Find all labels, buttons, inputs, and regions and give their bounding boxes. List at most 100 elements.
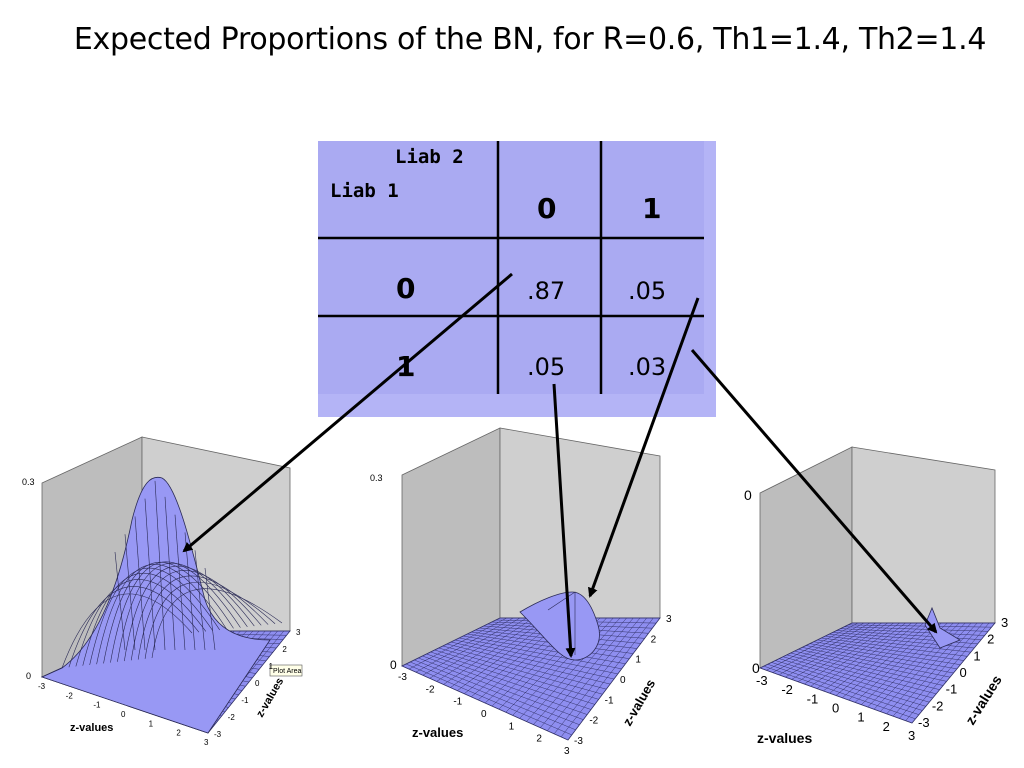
- floor-grid-line: [844, 626, 989, 632]
- floor-grid-line: [567, 617, 661, 741]
- x-tick-label: 1: [509, 721, 515, 732]
- floor-grid-line: [560, 617, 654, 738]
- x-tick-label: 0: [121, 710, 126, 719]
- surface-mesh-line: [144, 581, 276, 659]
- row-label-0: 0: [396, 272, 416, 305]
- y-tick-label: 0: [620, 675, 626, 686]
- y-tick-label: 3: [666, 614, 672, 625]
- floor-grid-line: [207, 630, 291, 734]
- surface-mesh-line: [154, 480, 166, 651]
- x-tick-label: -3: [38, 682, 46, 691]
- floor-grid-line: [899, 622, 984, 719]
- y-tick-label: -1: [241, 696, 249, 705]
- plot-3-bump: [924, 606, 961, 649]
- arrows: [182, 272, 938, 658]
- x-tick-label: -3: [398, 672, 407, 683]
- y-tick-label: -2: [932, 698, 944, 713]
- cell-01: .05: [628, 277, 667, 305]
- plot-3-y-axis-label: z-values: [962, 672, 1005, 728]
- x-tick-label: 1: [149, 719, 154, 728]
- cell-00: .87: [527, 277, 566, 305]
- plot-2-bump-ridge: [547, 591, 576, 655]
- y-tick-label: 2: [987, 632, 994, 647]
- plot-2-x-axis-label: z-values: [412, 725, 463, 740]
- surface-mesh-line: [117, 563, 248, 662]
- plot-3-z-top: 0: [744, 487, 752, 503]
- x-tick-label: 0: [832, 701, 839, 716]
- surface-mesh-line: [164, 496, 176, 651]
- plot-2-bump: [519, 591, 600, 661]
- y-tick-label: 2: [282, 645, 287, 654]
- plot-2-back-wall: [499, 427, 661, 619]
- y-tick-label: -3: [574, 736, 583, 747]
- contingency-table: [318, 141, 704, 394]
- surface-mesh-line: [124, 534, 136, 651]
- tick-labels: -3-2-101233210-1-2-3-3-2-101233210-1-2-3…: [38, 614, 1008, 757]
- y-tick-label: -2: [589, 716, 598, 727]
- row-header: Liab 1: [330, 180, 399, 202]
- table-grid: [318, 141, 704, 394]
- cell-11: .03: [628, 353, 667, 381]
- x-tick-label: 2: [536, 734, 542, 745]
- y-tick-label: -3: [918, 715, 930, 730]
- floor-grid-line: [553, 617, 647, 734]
- plot-area-tooltip: Plot Area: [269, 664, 303, 677]
- plot-2-z-bottom: 0: [390, 658, 397, 672]
- floor-grid-line: [905, 622, 990, 721]
- floor-grid-line: [547, 617, 641, 731]
- plot-3-floor-grid: [759, 622, 996, 724]
- surface-mesh-line: [103, 562, 234, 664]
- surface-mesh-line: [174, 514, 186, 651]
- x-tick-label: -1: [453, 697, 462, 708]
- x-tick-label: -1: [807, 691, 819, 706]
- x-tick-label: 0: [481, 709, 487, 720]
- y-tick-label: -3: [214, 730, 222, 739]
- surface-plot-2: [401, 427, 661, 741]
- x-tick-label: -3: [756, 673, 768, 688]
- surface-mesh-line: [137, 575, 269, 660]
- y-tick-label: 1: [269, 662, 274, 671]
- x-tick-label: -2: [66, 691, 74, 700]
- x-tick-label: -1: [93, 701, 101, 710]
- col-label-1: 1: [642, 192, 662, 225]
- floor-grid-line: [840, 628, 985, 636]
- surface-mesh-line: [114, 551, 126, 651]
- surface-mesh-line: [144, 498, 156, 651]
- x-tick-label: -2: [426, 684, 435, 695]
- floor-grid-line: [911, 622, 996, 724]
- surface-plot-3: [758, 446, 996, 724]
- x-tick-label: 3: [908, 728, 915, 743]
- plot-3-x-axis-label: z-values: [757, 730, 812, 746]
- surface-mesh-line: [75, 579, 207, 667]
- surface-mesh-line: [151, 588, 283, 659]
- y-tick-label: 1: [973, 648, 980, 663]
- x-tick-label: -2: [781, 682, 793, 697]
- plot-1-mesh: [61, 480, 283, 669]
- surface-mesh-line: [130, 570, 262, 661]
- page-title: Expected Proportions of the BN, for R=0.…: [73, 22, 987, 57]
- y-tick-label: -1: [605, 695, 614, 706]
- x-tick-label: 2: [883, 719, 890, 734]
- x-tick-label: 2: [176, 729, 181, 738]
- y-tick-label: 3: [1001, 615, 1008, 630]
- surface-mesh-line: [194, 550, 206, 651]
- y-tick-label: -2: [228, 713, 236, 722]
- cell-10: .05: [527, 353, 566, 381]
- surface-plot-1: [40, 436, 291, 734]
- plot-1-x-axis-label: z-values: [70, 722, 113, 734]
- x-tick-label: 3: [564, 746, 570, 757]
- surface-mesh-line: [68, 586, 200, 668]
- y-tick-label: 3: [296, 628, 301, 637]
- plot-3-z-bottom: 0: [752, 660, 760, 676]
- arrow-cell-11: [690, 349, 938, 634]
- arrow-cell-01: [588, 297, 700, 598]
- plot-1-z-top: 0.3: [22, 477, 35, 487]
- y-tick-label: -1: [946, 682, 958, 697]
- y-tick-label: 1: [635, 655, 641, 666]
- arrow-cell-00: [182, 272, 513, 553]
- surface-mesh-line: [134, 516, 146, 651]
- arrow-cell-10: [552, 383, 576, 658]
- x-tick-label: 1: [857, 710, 864, 725]
- y-tick-label: 2: [651, 634, 657, 645]
